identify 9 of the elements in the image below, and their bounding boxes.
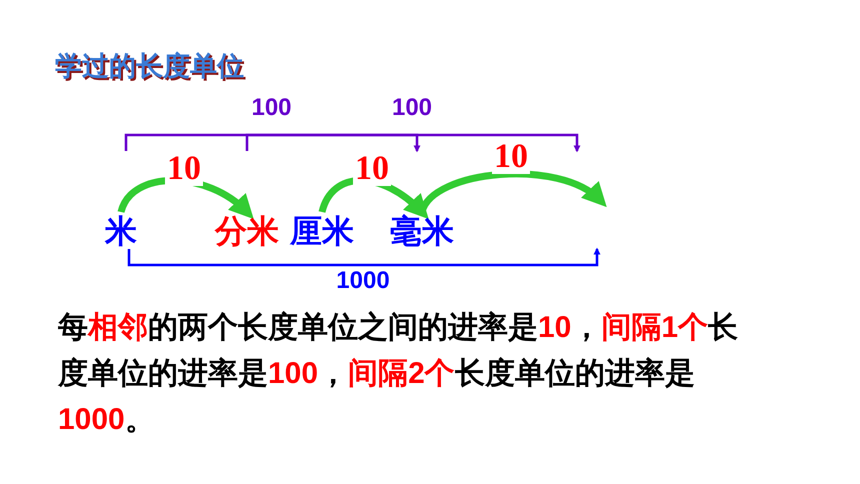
explanation-text: 每相邻的两个长度单位之间的进率是10，间隔1个长度单位的进率是100，间隔2个长度单位的进率是1000。	[58, 310, 740, 438]
unit-label: 厘米	[290, 215, 354, 247]
bracket-arrow	[246, 134, 580, 152]
unit-label: 毫米	[390, 215, 454, 247]
bracket-arrow	[124, 134, 420, 152]
bracket-arrow	[128, 248, 600, 266]
unit-label: 分米	[215, 215, 279, 247]
slide-title: 学过的长度单位	[55, 50, 244, 83]
unit-label: 米	[105, 215, 137, 247]
